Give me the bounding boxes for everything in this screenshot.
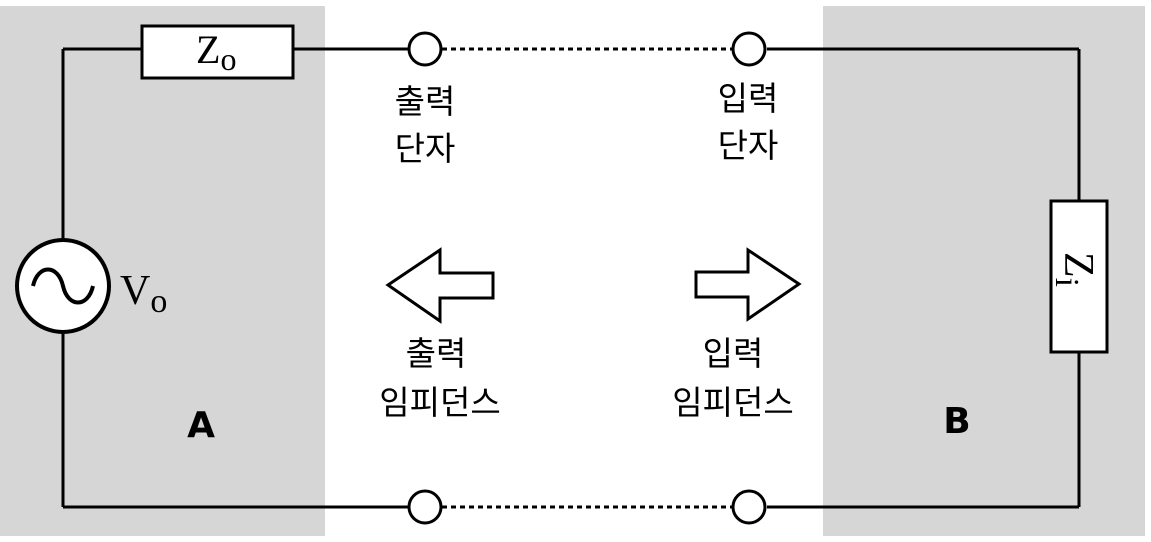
output-impedance-label-line2: 임피던스 bbox=[379, 383, 500, 422]
input-impedance-label-line1: 입력 bbox=[703, 334, 764, 373]
output-impedance-resistor: Zo bbox=[140, 24, 295, 80]
resistor-icon bbox=[140, 24, 295, 80]
input-terminal-label-line1: 입력 bbox=[718, 79, 779, 118]
terminals bbox=[407, 31, 767, 525]
wires bbox=[61, 47, 1081, 509]
sine-wave-icon bbox=[31, 267, 95, 305]
input-terminal-label-line2: 단자 bbox=[718, 126, 779, 165]
output-terminal-bottom bbox=[407, 489, 443, 525]
dotted-connections bbox=[442, 47, 732, 509]
output-impedance-label-line1: 출력 bbox=[406, 334, 467, 373]
zo-label: Zo bbox=[196, 27, 236, 77]
output-terminal-top bbox=[407, 31, 443, 67]
input-terminal-label: 입력 단자 bbox=[718, 79, 779, 165]
arrow-left-icon bbox=[385, 247, 495, 324]
output-impedance-label: 출력 임피던스 bbox=[379, 334, 500, 422]
output-terminal-label-line1: 출력 bbox=[395, 82, 456, 121]
arrow-right-icon bbox=[694, 247, 802, 322]
voltage-source: Vo bbox=[15, 238, 167, 334]
input-terminal-top bbox=[731, 31, 767, 67]
block-a-label: A bbox=[187, 405, 215, 446]
output-terminal-label-line2: 단자 bbox=[395, 129, 456, 168]
vo-label: Vo bbox=[120, 268, 167, 320]
zi-label: Zi bbox=[1048, 252, 1101, 287]
input-impedance-label: 입력 임피던스 bbox=[672, 334, 793, 422]
resistor-icon bbox=[1049, 199, 1109, 354]
input-terminal-bottom bbox=[731, 489, 767, 525]
block-b-label: B bbox=[943, 401, 970, 442]
input-impedance-resistor: Zi bbox=[1048, 199, 1109, 354]
output-terminal-label: 출력 단자 bbox=[395, 82, 456, 168]
input-impedance-label-line2: 임피던스 bbox=[672, 383, 793, 422]
